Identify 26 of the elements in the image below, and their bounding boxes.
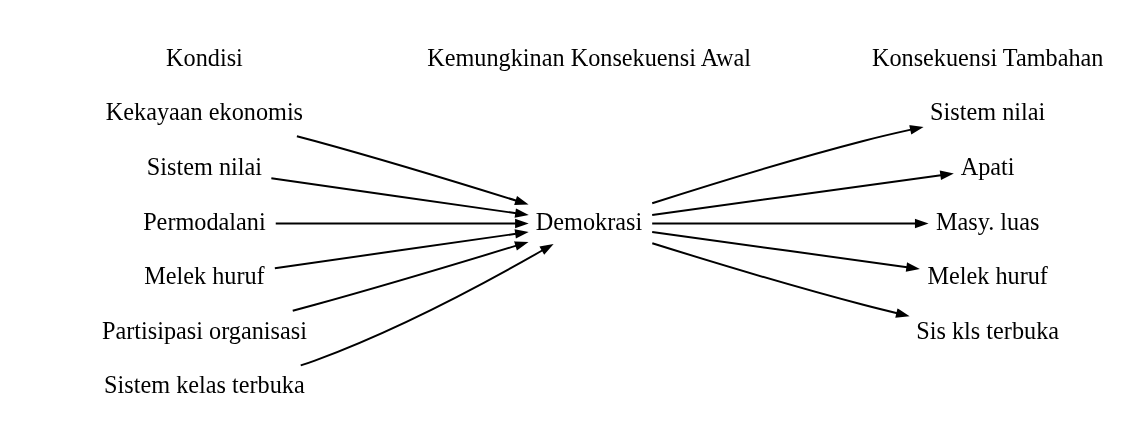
node-text: Masy. luas [935, 207, 1040, 235]
arrow [299, 243, 554, 367]
node-text: Permodalani [143, 207, 266, 235]
arrow [291, 241, 529, 312]
arrow [651, 231, 920, 272]
label: Kemungkinan Konsekuensi Awal [427, 43, 751, 71]
node-text: Partisipasi organisasi [101, 316, 307, 344]
node-text: Melek huruf [144, 262, 265, 290]
node-text: Melek huruf [927, 262, 1048, 290]
node-text: Sistem nilai [930, 98, 1046, 126]
arrow [274, 218, 529, 229]
arrow [295, 135, 529, 206]
arrow [651, 125, 924, 205]
node-text: Apati [960, 152, 1015, 180]
arrow [270, 177, 529, 218]
node-text: Sis kls terbuka [916, 316, 1060, 344]
arrow [273, 229, 529, 270]
node-text: Demokrasi [535, 207, 643, 235]
arrow [651, 242, 910, 318]
arrow [651, 170, 954, 216]
arrow [651, 218, 929, 229]
label: Kondisi [166, 43, 243, 71]
node-text: Sistem kelas terbuka [104, 371, 305, 399]
label: Konsekuensi Tambahan [871, 43, 1104, 71]
node-text: Sistem nilai [146, 152, 263, 180]
node-text: Kekayaan ekonomis [105, 98, 304, 126]
